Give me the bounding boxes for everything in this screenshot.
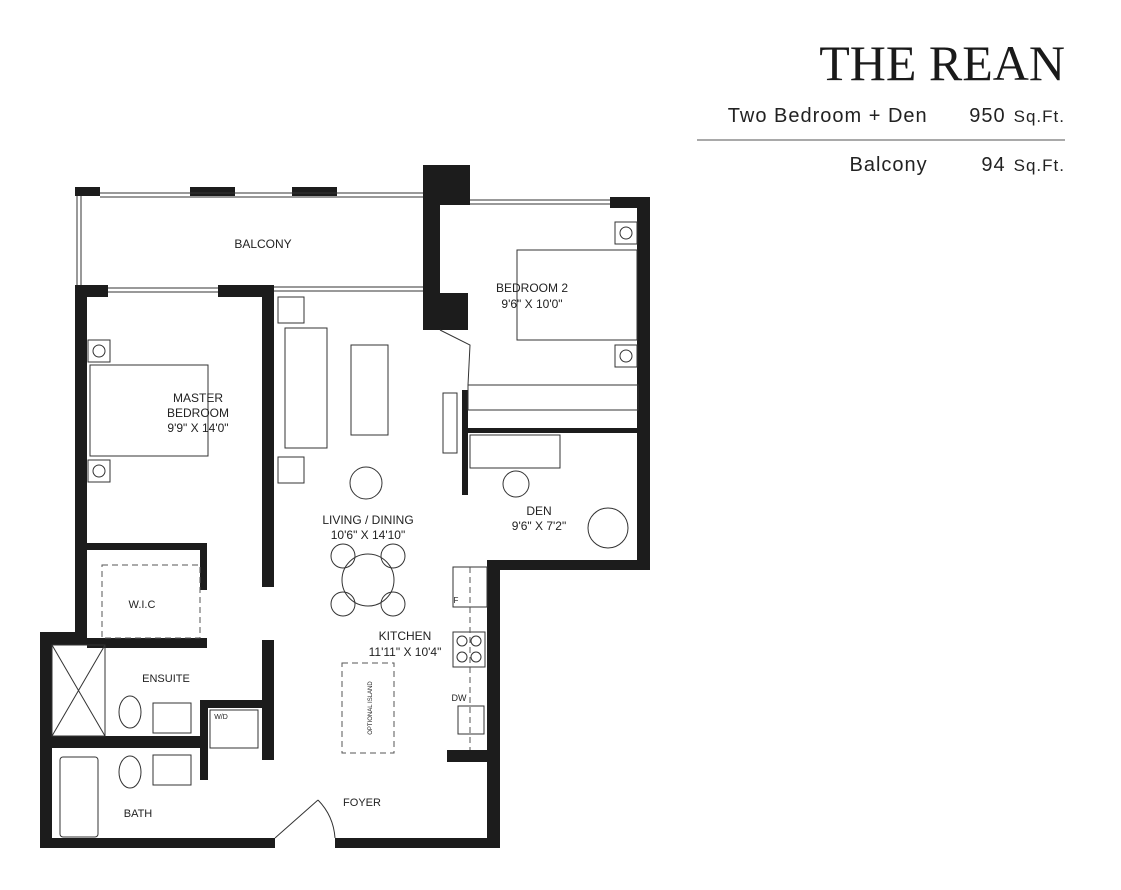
- room-labels: BALCONY BEDROOM 2 9'6" X 10'0" MASTER BE…: [124, 237, 569, 820]
- label-kitchen: KITCHEN: [379, 629, 432, 643]
- label-wic: W.I.C: [129, 599, 156, 611]
- ensuite-toilet: [118, 695, 142, 729]
- sink: [457, 705, 485, 735]
- building-title: THE REAN: [819, 35, 1065, 91]
- label-bath: BATH: [124, 808, 153, 820]
- closet: [467, 384, 639, 411]
- stove: [452, 631, 486, 668]
- size-living: 10'6" X 14'10": [331, 528, 406, 542]
- sofa: [284, 327, 328, 449]
- entry-door[interactable]: [274, 799, 336, 839]
- label-dw: DW: [452, 693, 467, 703]
- label-balcony: BALCONY: [234, 237, 291, 251]
- divider: [697, 139, 1065, 141]
- size-den: 9'6" X 7'2": [512, 519, 566, 533]
- size-master: 9'9" X 14'0": [167, 421, 228, 435]
- coffee-table: [350, 344, 389, 436]
- desk: [469, 434, 561, 469]
- label-island: OPTIONAL ISLAND: [368, 681, 374, 735]
- label-fridge: F: [454, 596, 459, 605]
- shower: [51, 644, 106, 737]
- label-bedroom2: BEDROOM 2: [496, 281, 568, 295]
- label-master-2: BEDROOM: [167, 406, 229, 420]
- label-wd: W/D: [214, 714, 228, 721]
- bedroom2-door[interactable]: [439, 329, 471, 386]
- washer-dryer: [209, 709, 259, 749]
- unit-area-unit: Sq.Ft.: [1013, 107, 1065, 126]
- ensuite-sink: [152, 702, 192, 734]
- optional-island: [341, 662, 395, 754]
- balcony-area-unit: Sq.Ft.: [1013, 156, 1065, 175]
- label-foyer: FOYER: [343, 797, 381, 809]
- bath-toilet: [118, 755, 142, 789]
- label-den: DEN: [526, 504, 551, 518]
- balcony-label: Balcony: [849, 154, 928, 176]
- bath-sink: [152, 754, 192, 786]
- unit-area: 950: [969, 105, 1006, 127]
- balcony-spec-row: Balcony 94 Sq.Ft.: [849, 154, 1065, 177]
- bedroom2-bed: [516, 249, 638, 341]
- label-master-1: MASTER: [173, 391, 223, 405]
- unit-type: Two Bedroom + Den: [727, 105, 928, 127]
- label-ensuite: ENSUITE: [142, 673, 190, 685]
- size-kitchen: 11'11" X 10'4": [369, 645, 442, 659]
- furniture: [51, 221, 639, 839]
- unit-spec-row: Two Bedroom + Den 950 Sq.Ft.: [728, 105, 1065, 128]
- dining-table: [341, 553, 395, 607]
- size-bedroom2: 9'6" X 10'0": [501, 297, 562, 311]
- wic-shelf: [101, 564, 201, 639]
- bathtub: [59, 756, 99, 838]
- balcony-area: 94: [981, 154, 1006, 176]
- balcony-area: [75, 187, 610, 293]
- walls: [40, 165, 650, 848]
- label-living: LIVING / DINING: [322, 513, 413, 527]
- master-bed: [89, 364, 209, 457]
- tv-unit: [442, 392, 458, 454]
